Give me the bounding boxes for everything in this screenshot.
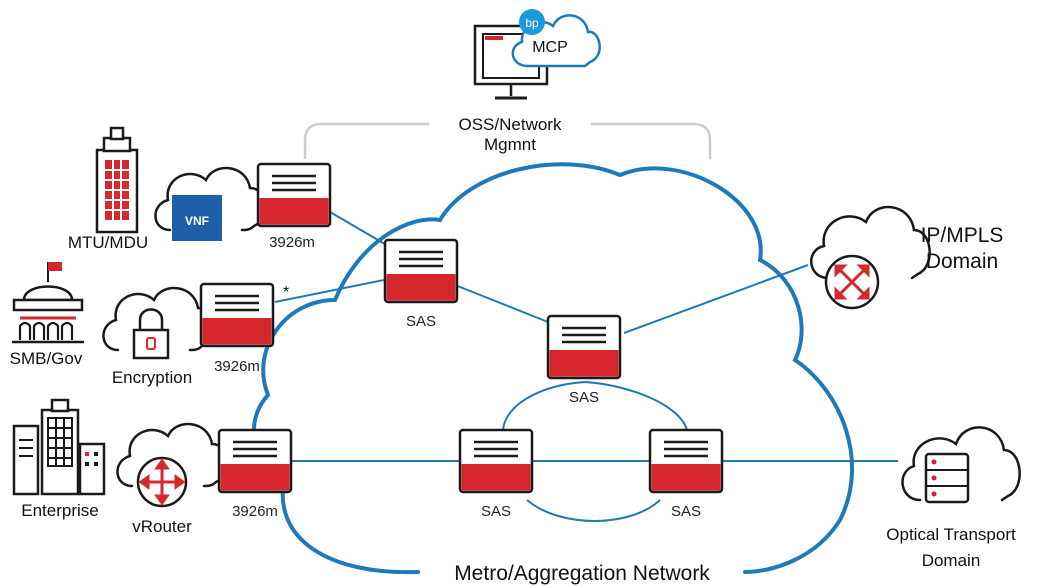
enterprise-label: Enterprise — [21, 501, 98, 520]
network-links — [274, 211, 898, 522]
sas-node-bottom-right — [648, 428, 724, 494]
optical-label-line1: Optical Transport — [886, 525, 1016, 544]
mtu-label: MTU/MDU — [68, 233, 148, 252]
mcp-label: MCP — [532, 39, 568, 56]
vrouter-icon — [136, 456, 188, 508]
optical-label-line2: Domain — [922, 551, 981, 570]
lock-icon — [132, 308, 170, 360]
metro-aggregation-label: Metro/Aggregation Network — [454, 562, 710, 585]
sas-node-top-label: SAS — [406, 313, 436, 330]
smb-gov-label: SMB/Gov — [10, 349, 83, 368]
oss-bracket — [303, 122, 712, 160]
oss-label-line2: Mgmnt — [484, 135, 536, 154]
sas-node-right-label: SAS — [569, 389, 599, 406]
mcp-monitor-icon — [473, 24, 549, 100]
device-3926m-bottom — [217, 428, 293, 494]
sas-node-bottom-center-label: SAS — [481, 503, 511, 520]
sas-node-right — [546, 314, 622, 380]
asterisk-mark: * — [283, 284, 289, 301]
mtu-building-icon — [95, 126, 139, 234]
device-3926m-top-label: 3926m — [269, 234, 315, 251]
optical-server-icon — [924, 452, 970, 504]
device-3926m-bottom-label: 3926m — [232, 503, 278, 520]
device-3926m-mid — [199, 282, 275, 348]
smb-gov-building-icon — [12, 262, 84, 344]
ip-router-icon — [824, 254, 880, 310]
oss-label-line1: OSS/Network — [459, 115, 562, 134]
encryption-label: Encryption — [112, 368, 192, 387]
vnf-icon — [172, 195, 222, 241]
device-3926m-top — [256, 162, 332, 228]
sas-node-bottom-right-label: SAS — [671, 503, 701, 520]
enterprise-building-icon — [12, 398, 106, 496]
sas-node-bottom-center — [458, 428, 534, 494]
ip-mpls-label-line2: Domain — [926, 250, 998, 273]
ip-mpls-label-line1: IP/MPLS — [921, 224, 1004, 247]
vrouter-label: vRouter — [132, 517, 192, 536]
vnf-label: VNF — [185, 214, 209, 228]
sas-node-top — [383, 238, 459, 304]
device-3926m-mid-label: 3926m — [214, 358, 260, 375]
bp-label: bp — [525, 16, 539, 30]
bp-logo-icon — [519, 9, 545, 35]
